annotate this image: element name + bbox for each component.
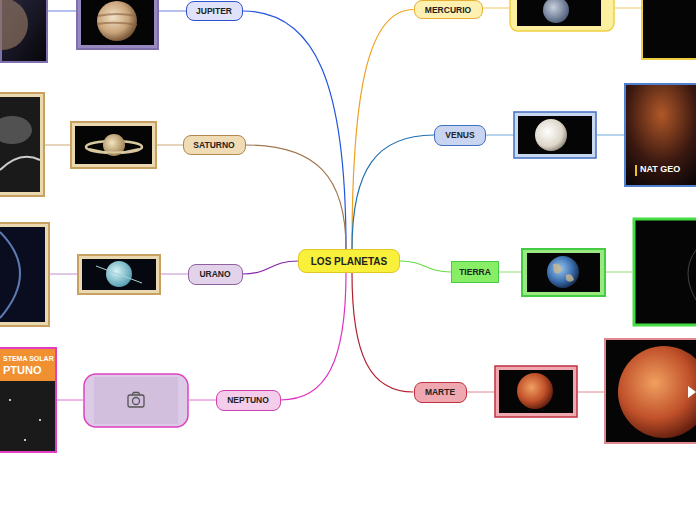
- mars-pictures: [495, 339, 696, 443]
- branch-topic: URANO: [188, 264, 243, 285]
- topic-text: LOS PLANETAS: [311, 256, 387, 267]
- topic-text: SATURNO: [193, 140, 234, 150]
- uranus-pictures: [0, 223, 160, 326]
- branch-connector: [243, 261, 299, 274]
- branch-topic: TIERRA: [451, 261, 499, 283]
- branch-connector: [243, 11, 347, 249]
- branch-connector: [352, 10, 414, 250]
- branch-topic: MARTE: [414, 382, 467, 403]
- branch-connector: [281, 273, 347, 400]
- topic-text: URANO: [199, 269, 230, 279]
- mercury-pictures: [510, 0, 696, 59]
- branch-topic: VENUS: [434, 125, 486, 146]
- venus-pictures: [514, 84, 696, 186]
- branch-topic: SATURNO: [183, 135, 246, 155]
- topic-text: MERCURIO: [425, 5, 471, 15]
- thumbnail-text: PTUNO: [3, 364, 42, 376]
- jupiter-pictures: [0, 0, 158, 62]
- branch-connector: [400, 261, 451, 272]
- branch-connector: [246, 145, 347, 249]
- central-topic: LOS PLANETAS: [298, 249, 400, 273]
- branch-topic: NEPTUNO: [216, 390, 281, 411]
- topic-text: JUPITER: [196, 6, 232, 16]
- leader-lines: [45, 8, 641, 400]
- topic-text: TIERRA: [459, 267, 491, 277]
- branch-connector: [352, 273, 414, 392]
- branch-topic: MERCURIO: [414, 0, 483, 19]
- earth-pictures: [522, 219, 696, 325]
- saturn-pictures: [0, 93, 156, 196]
- neptune-pictures: [0, 348, 188, 452]
- branch-connector: [352, 135, 434, 249]
- thumbnail-text: STEMA SOLAR: [3, 355, 54, 362]
- topic-text: NEPTUNO: [227, 395, 269, 405]
- watermark: NAT GEO: [640, 164, 680, 174]
- branch-topic: JUPITER: [186, 1, 243, 21]
- topic-text: VENUS: [445, 130, 474, 140]
- topic-text: MARTE: [425, 387, 455, 397]
